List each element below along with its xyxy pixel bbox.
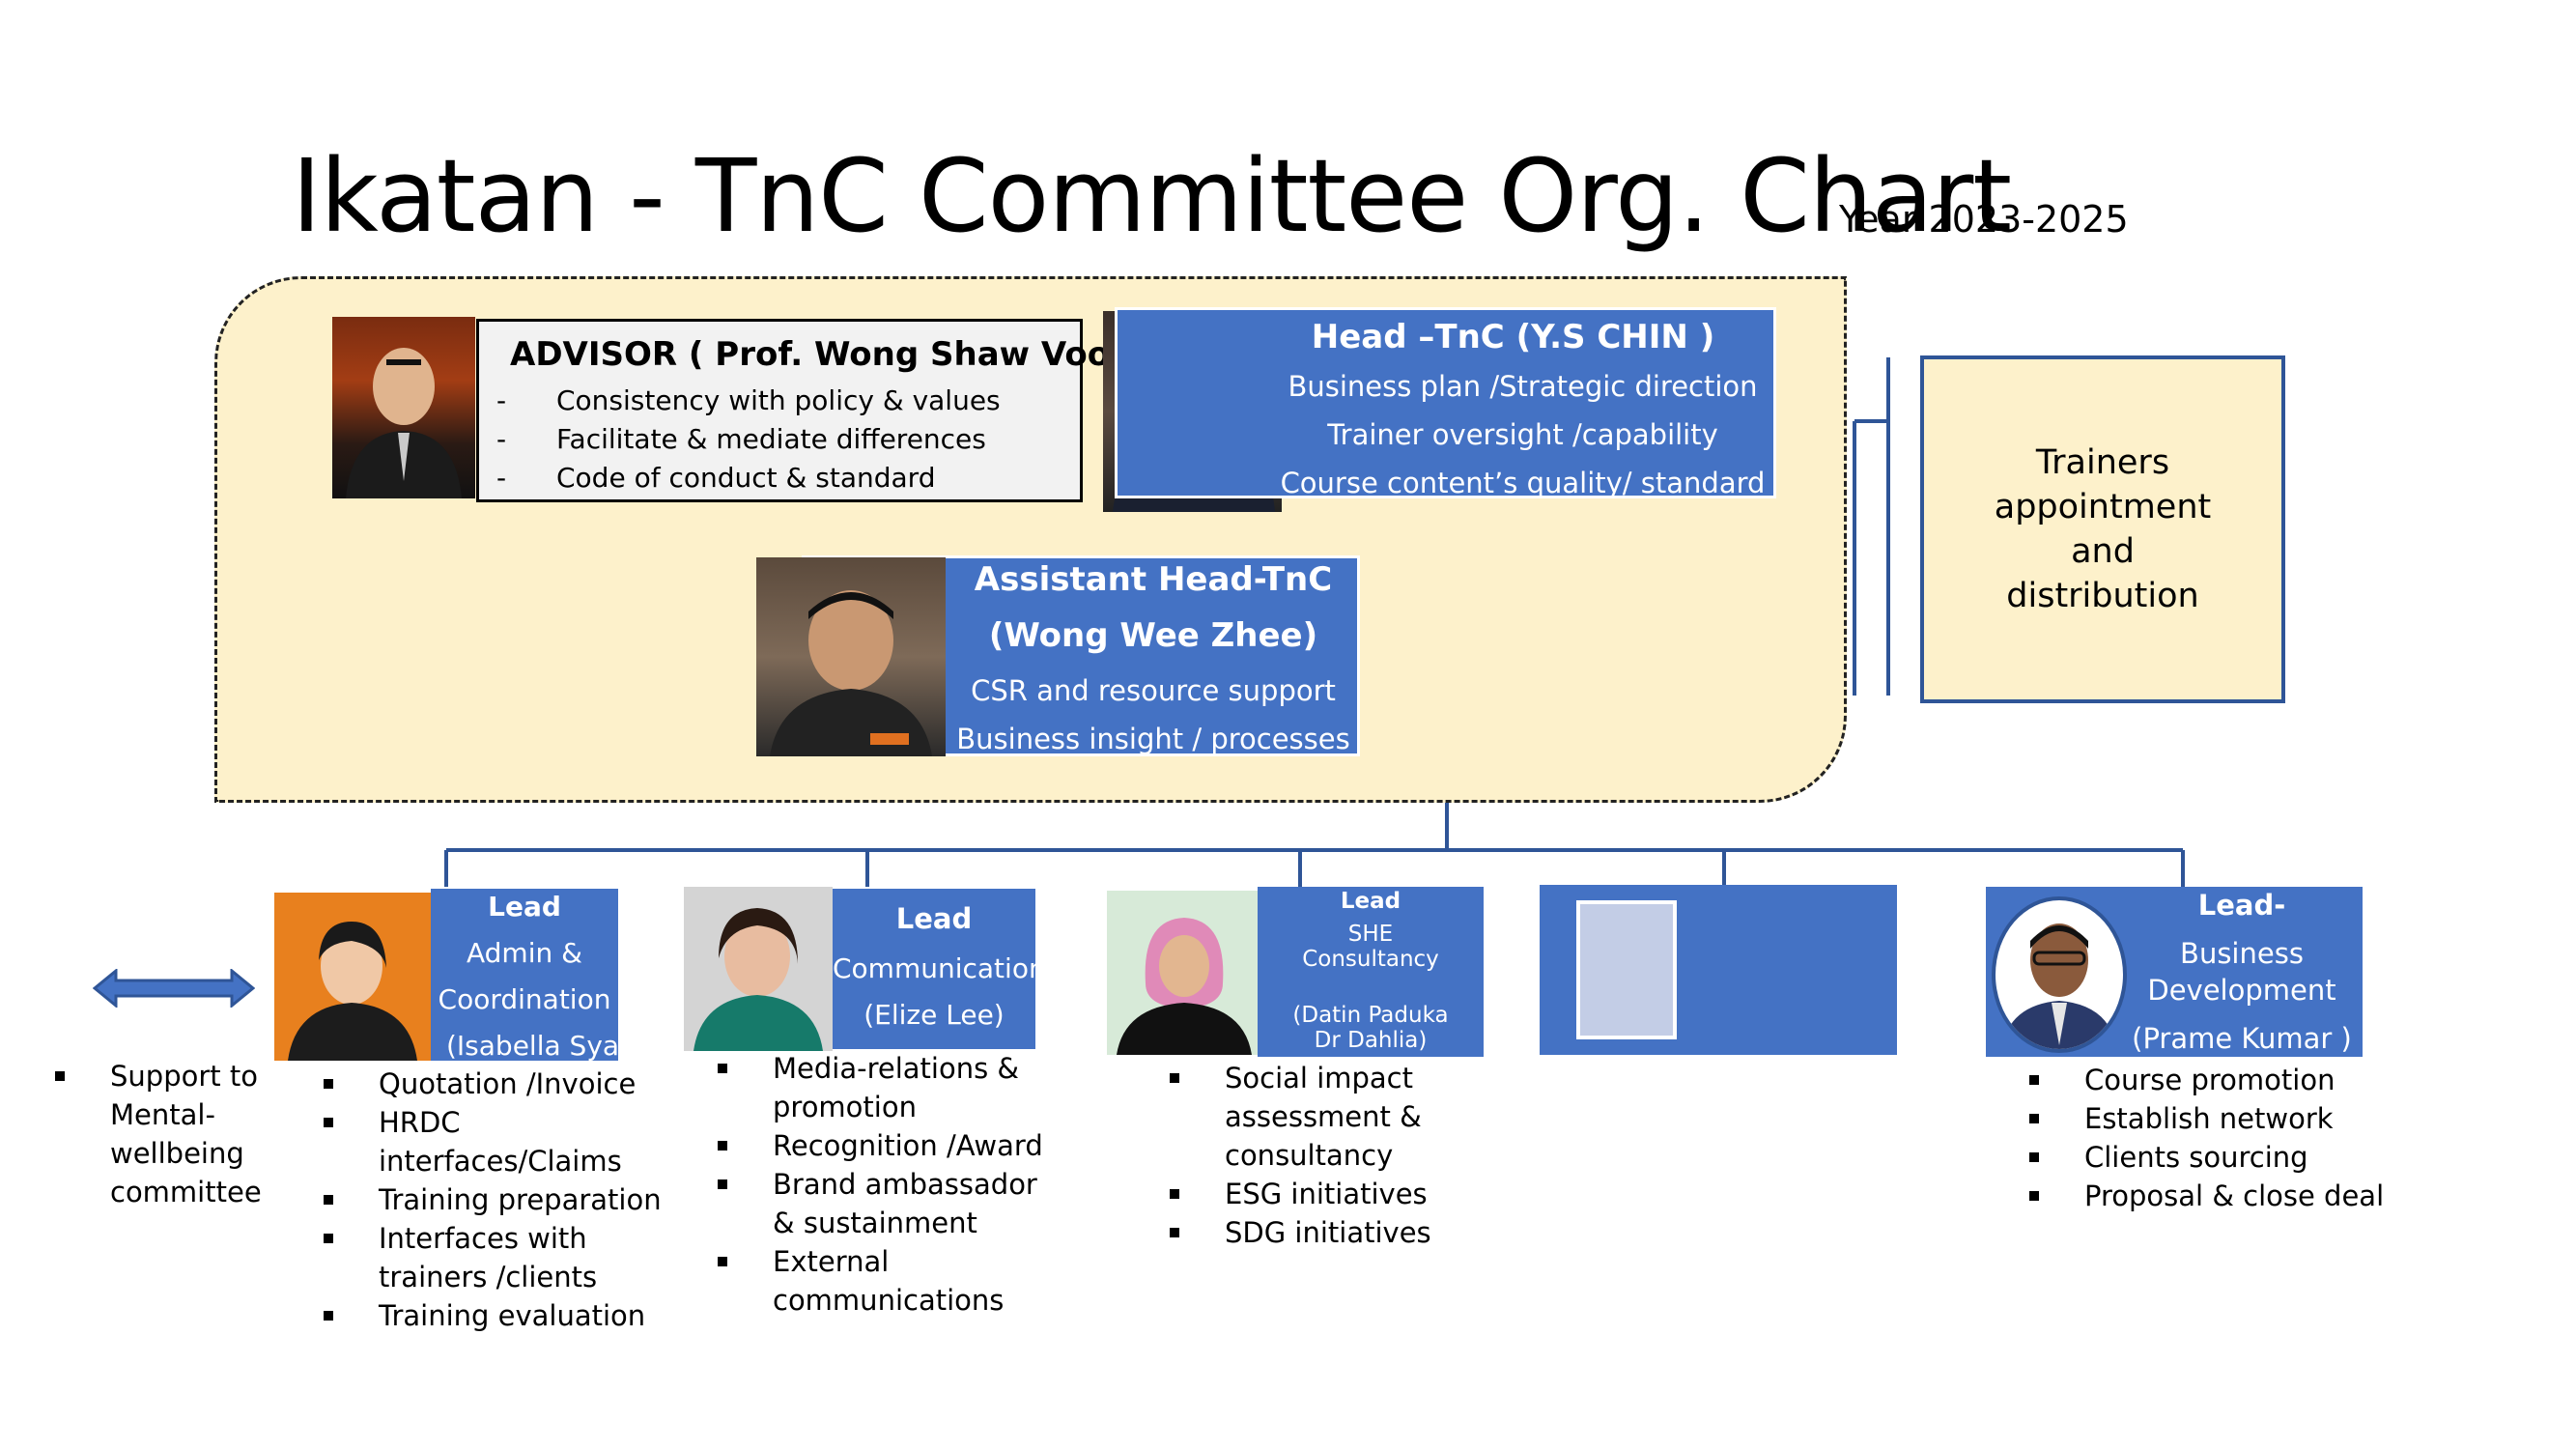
assistant-title: Assistant Head-TnC xyxy=(974,560,1333,599)
list-item: Brand ambassador & sustainment xyxy=(713,1165,1062,1242)
list-item: Clients sourcing xyxy=(2024,1138,2430,1177)
year-label: Year 2023-2025 xyxy=(1839,198,2129,241)
lead-line: Consultancy xyxy=(1302,947,1439,972)
lead-business-duties: Course promotion Establish network Clien… xyxy=(2024,1061,2430,1215)
lead-line: SHE xyxy=(1347,922,1394,947)
vacant-photo-placeholder xyxy=(1576,900,1677,1039)
list-item: ESG initiatives xyxy=(1165,1175,1571,1213)
list-item: Training evaluation xyxy=(319,1296,705,1335)
trainers-line-2: appointment xyxy=(1994,488,2212,526)
list-item: Interfaces with trainers /clients xyxy=(319,1219,659,1296)
lead-communication-duties: Media-relations & promotion Recognition … xyxy=(713,1049,1118,1320)
list-item: Establish network xyxy=(2024,1099,2430,1138)
list-item: Training preparation xyxy=(319,1180,705,1219)
lead-name: (Elize Lee) xyxy=(863,999,1005,1031)
assistant-photo xyxy=(756,557,946,756)
assistant-name: (Wong Wee Zhee) xyxy=(988,616,1318,655)
lead-line: Admin & xyxy=(467,937,582,969)
lead5-photo xyxy=(1992,896,2127,1053)
advisor-duties: -Consistency with policy & values -Facil… xyxy=(496,382,1001,497)
head-duty-2: Trainer oversight /capability xyxy=(1327,418,1718,451)
lead3-photo xyxy=(1107,891,1258,1055)
lead-name: (Isabella Sya) xyxy=(446,1030,630,1062)
advisor-name: ADVISOR ( Prof. Wong Shaw Voon) xyxy=(510,335,1148,374)
assistant-head-box: Assistant Head-TnC (Wong Wee Zhee) CSR a… xyxy=(802,555,1360,756)
list-item: HRDC interfaces/Claims xyxy=(319,1103,705,1180)
head-duty-3: Course content’s quality/ standard xyxy=(1280,467,1766,499)
head-duty-1: Business plan /Strategic direction xyxy=(1288,370,1758,403)
list-item: -Facilitate & mediate differences xyxy=(496,423,986,455)
list-item: Proposal & close deal xyxy=(2024,1177,2430,1215)
list-item: Media-relations & promotion xyxy=(713,1049,1024,1126)
lead-she-box: Lead SHE Consultancy (Datin Paduka Dr Da… xyxy=(1258,887,1484,1057)
lead-heading: Lead xyxy=(1340,889,1401,914)
lead-line: Coordination xyxy=(438,983,611,1015)
advisor-photo xyxy=(332,317,475,498)
list-item: SDG initiatives xyxy=(1165,1213,1571,1252)
lead-line: Business xyxy=(2180,937,2304,970)
lead-admin-box: Lead Admin & Coordination (Isabella Sya) xyxy=(431,889,630,1062)
lead-name: (Prame Kumar ) xyxy=(2132,1022,2352,1055)
list-item: Social impact assessment & consultancy xyxy=(1165,1059,1476,1175)
head-box: Head –TnC (Y.S CHIN ) Business plan /Str… xyxy=(1115,307,1776,499)
lead-line: Development xyxy=(2147,974,2336,1007)
lead-heading: Lead- xyxy=(2197,889,2286,922)
double-arrow-icon xyxy=(93,969,255,1008)
lead-name: Dr Dahlia) xyxy=(1314,1028,1428,1053)
lead-communication-box: Lead Communication (Elize Lee) xyxy=(833,889,1046,1049)
lead-line: Communication xyxy=(833,952,1046,984)
lead-heading: Lead xyxy=(895,902,973,935)
trainers-line-1: Trainers xyxy=(2035,443,2170,482)
list-item: Quotation /Invoice xyxy=(319,1065,705,1103)
list-item: -Code of conduct & standard xyxy=(496,462,936,494)
lead-name: (Datin Paduka xyxy=(1292,1003,1449,1028)
page-title: Ikatan - TnC Committee Org. Chart xyxy=(292,137,2012,255)
list-item: -Consistency with policy & values xyxy=(496,384,1001,416)
trainers-line-4: distribution xyxy=(2006,577,2199,615)
lead2-photo xyxy=(684,887,833,1051)
list-item: Course promotion xyxy=(2024,1061,2430,1099)
lead-she-duties: Social impact assessment & consultancy E… xyxy=(1165,1059,1571,1252)
vacant-lead-box xyxy=(1540,885,1897,1055)
list-item: External communications xyxy=(713,1242,1118,1320)
lead1-photo xyxy=(274,893,431,1061)
head-title: Head –TnC (Y.S CHIN ) xyxy=(1311,318,1715,356)
list-item: Recognition /Award xyxy=(713,1126,1118,1165)
advisor-box: ADVISOR ( Prof. Wong Shaw Voon) -Consist… xyxy=(476,319,1148,502)
trainers-box: Trainers appointment and distribution xyxy=(1920,355,2285,703)
lead-business-box: Lead- Business Development (Prame Kumar … xyxy=(1986,887,2363,1057)
lead-heading: Lead xyxy=(488,891,561,923)
trainers-line-3: and xyxy=(2071,532,2135,571)
lead-admin-duties: Quotation /Invoice HRDC interfaces/Claim… xyxy=(319,1065,705,1335)
assistant-duty-1: CSR and resource support xyxy=(971,674,1336,707)
assistant-duty-2: Business insight / processes xyxy=(956,723,1350,755)
